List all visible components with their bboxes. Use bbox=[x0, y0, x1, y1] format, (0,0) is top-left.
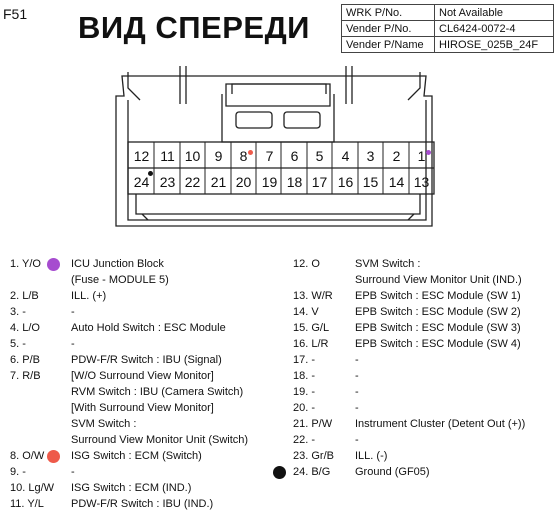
pin-1-marker bbox=[426, 150, 431, 155]
legend-description: Surround View Monitor Unit (IND.) bbox=[355, 274, 522, 286]
legend-description: - bbox=[355, 370, 359, 382]
legend-pin-label: 5. - bbox=[10, 338, 26, 350]
legend-description: [W/O Surround View Monitor] bbox=[71, 370, 214, 382]
legend-pin-label: 2. L/B bbox=[10, 290, 39, 302]
legend-description: ILL. (+) bbox=[71, 290, 107, 302]
pin-7: 7 bbox=[265, 148, 274, 164]
legend-description: Instrument Cluster (Detent Out (+)) bbox=[355, 418, 526, 430]
legend-pin-label: 6. P/B bbox=[10, 354, 40, 366]
legend-description: ISG Switch : ECM (Switch) bbox=[71, 450, 202, 462]
pin-22: 22 bbox=[184, 174, 201, 190]
legend-description: Ground (GF05) bbox=[355, 466, 430, 478]
legend-description: SVM Switch : bbox=[71, 418, 137, 430]
legend-pin-label: 22. - bbox=[293, 434, 316, 446]
info-row: Vender P/No. CL6424-0072-4 bbox=[341, 20, 554, 37]
legend-pin-label: 16. L/R bbox=[293, 338, 329, 350]
pin-8: 8 bbox=[239, 148, 248, 164]
pin-10: 10 bbox=[184, 148, 201, 164]
pin-12: 12 bbox=[133, 148, 150, 164]
legend-pin-label: 24. B/G bbox=[293, 466, 331, 478]
legend-pin-label: 7. R/B bbox=[10, 370, 41, 382]
wire-color-dot bbox=[47, 258, 60, 271]
legend-pin-label: 23. Gr/B bbox=[293, 450, 334, 462]
pin-18: 18 bbox=[286, 174, 303, 190]
legend-pin-label: 3. - bbox=[10, 306, 26, 318]
legend-pin-label: 11. Y/L bbox=[10, 498, 44, 510]
pin-16: 16 bbox=[337, 174, 354, 190]
legend-description: PDW-F/R Switch : IBU (IND.) bbox=[71, 498, 214, 510]
info-value: HIROSE_025B_24F bbox=[434, 36, 554, 53]
legend-pin-label: 21. P/W bbox=[293, 418, 333, 430]
legend-pin-label: 12. O bbox=[293, 258, 320, 270]
legend-description: - bbox=[355, 386, 359, 398]
info-key: Vender P/Name bbox=[341, 36, 435, 53]
legend-description: - bbox=[71, 306, 75, 318]
legend-pin-label: 14. V bbox=[293, 306, 319, 318]
wire-color-dot bbox=[47, 450, 60, 463]
info-value: CL6424-0072-4 bbox=[434, 20, 554, 37]
legend-description: EPB Switch : ESC Module (SW 4) bbox=[355, 338, 521, 350]
legend-description: Auto Hold Switch : ESC Module bbox=[71, 322, 226, 334]
pin-5: 5 bbox=[315, 148, 324, 164]
pin-20: 20 bbox=[235, 174, 252, 190]
legend-description: EPB Switch : ESC Module (SW 2) bbox=[355, 306, 521, 318]
legend-description: ILL. (-) bbox=[355, 450, 388, 462]
pin-23: 23 bbox=[159, 174, 176, 190]
legend-pin-label: 20. - bbox=[293, 402, 316, 414]
pin-3: 3 bbox=[366, 148, 375, 164]
pin-8-marker bbox=[248, 150, 253, 155]
legend-pin-label: 9. - bbox=[10, 466, 26, 478]
view-title: ВИД СПЕРЕДИ bbox=[78, 10, 310, 45]
legend-description: EPB Switch : ESC Module (SW 1) bbox=[355, 290, 521, 302]
legend-description: PDW-F/R Switch : IBU (Signal) bbox=[71, 354, 222, 366]
legend-pin-label: 19. - bbox=[293, 386, 316, 398]
legend-pin-label: 1. Y/O bbox=[10, 258, 41, 270]
connector-outline bbox=[115, 66, 435, 227]
pin-15: 15 bbox=[362, 174, 379, 190]
legend-description: - bbox=[355, 354, 359, 366]
legend-pin-label: 17. - bbox=[293, 354, 316, 366]
pin-17: 17 bbox=[311, 174, 328, 190]
legend-pin-label: 15. G/L bbox=[293, 322, 330, 334]
pin-13: 13 bbox=[413, 174, 430, 190]
pin-9: 9 bbox=[214, 148, 223, 164]
legend-description: EPB Switch : ESC Module (SW 3) bbox=[355, 322, 521, 334]
legend-pin-label: 18. - bbox=[293, 370, 316, 382]
legend-description: - bbox=[355, 434, 359, 446]
legend-pin-label: 4. L/O bbox=[10, 322, 40, 334]
legend-description: [With Surround View Monitor] bbox=[71, 402, 214, 414]
legend-pin-label: 8. O/W bbox=[10, 450, 45, 462]
pin-24: 24 bbox=[133, 174, 150, 190]
legend-description: RVM Switch : IBU (Camera Switch) bbox=[71, 386, 244, 398]
pin-19: 19 bbox=[261, 174, 278, 190]
part-info-table: WRK P/No. Not Available Vender P/No. CL6… bbox=[341, 4, 554, 53]
pin-21: 21 bbox=[210, 174, 227, 190]
legend-description: ISG Switch : ECM (IND.) bbox=[71, 482, 192, 494]
legend-description: Surround View Monitor Unit (Switch) bbox=[71, 434, 249, 446]
legend-description: (Fuse - MODULE 5) bbox=[71, 274, 169, 286]
legend-pin-label: 13. W/R bbox=[293, 290, 333, 302]
pin-4: 4 bbox=[341, 148, 350, 164]
pin-1: 1 bbox=[417, 148, 426, 164]
legend-description: - bbox=[71, 466, 75, 478]
info-row: Vender P/Name HIROSE_025B_24F bbox=[341, 36, 554, 53]
legend-description: SVM Switch : bbox=[355, 258, 421, 270]
legend-pin-label: 10. Lg/W bbox=[10, 482, 55, 494]
legend-description: - bbox=[71, 338, 75, 350]
wire-color-dot bbox=[273, 466, 286, 479]
pin-2: 2 bbox=[392, 148, 401, 164]
legend-description: - bbox=[355, 402, 359, 414]
pin-24-marker bbox=[148, 171, 153, 176]
pin-14: 14 bbox=[388, 174, 405, 190]
legend-description: ICU Junction Block bbox=[71, 258, 164, 270]
pin-6: 6 bbox=[290, 148, 299, 164]
connector-id: F51 bbox=[3, 6, 28, 22]
pin-11: 11 bbox=[160, 148, 175, 164]
